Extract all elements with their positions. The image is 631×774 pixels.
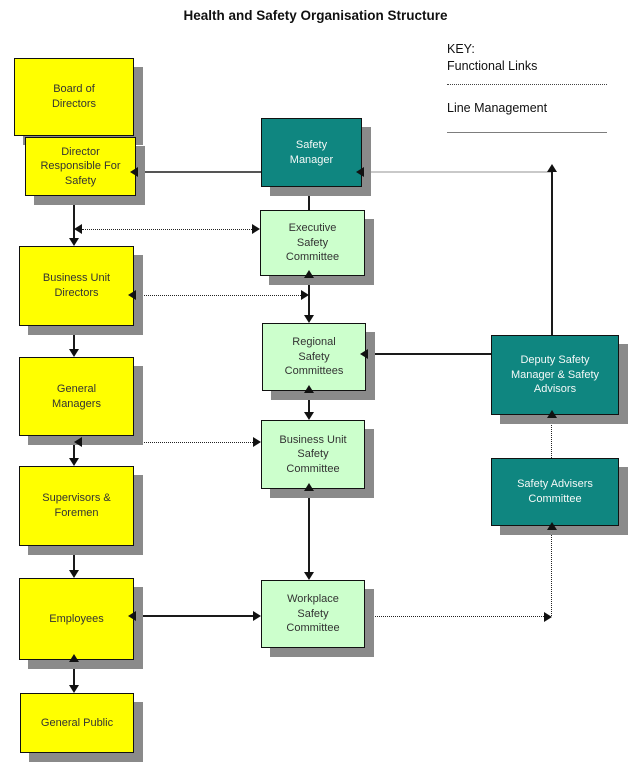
arrowhead-into-regional-committee-right	[360, 349, 368, 359]
arrowhead-into-safety-advisers-committee-bottom	[547, 522, 557, 530]
node-board-of-directors: Board of Directors	[14, 58, 134, 136]
dotted-general-managers-to-business-unit-committee	[82, 442, 253, 443]
line-supervisors-to-employees	[73, 540, 75, 570]
dotted-business-unit-directors-to-centre	[136, 295, 301, 296]
line-executive-to-regional-committee	[308, 278, 310, 315]
arrowhead-functional-director-line	[74, 224, 82, 234]
line-riser-to-safety-manager	[364, 171, 551, 173]
arrowhead-into-business-unit-directors-right	[128, 290, 136, 300]
line-employees-to-general-public	[73, 662, 75, 685]
dotted-workplace-committee-to-riser	[359, 616, 544, 617]
line-safety-manager-to-executive-committee	[308, 181, 310, 210]
line-deputy-riser	[551, 172, 553, 335]
node-general-public: General Public	[20, 693, 134, 753]
arrowhead-into-workplace-committee-left	[253, 611, 261, 621]
arrowhead-functional-centre-line	[301, 290, 309, 300]
node-supervisors-foremen: Supervisors & Foremen	[19, 466, 134, 546]
arrowhead-into-employees-right	[128, 611, 136, 621]
key-functional-links-line-sample	[447, 84, 607, 85]
node-safety-manager: Safety Manager	[261, 118, 362, 187]
arrowhead-into-executive-committee-left	[252, 224, 260, 234]
dotted-workplace-to-safety-advisers-committee	[551, 530, 552, 616]
node-general-managers: General Managers	[19, 357, 134, 436]
line-deputy-to-regional-committee	[368, 353, 491, 355]
arrowhead-into-employees	[69, 570, 79, 578]
arrowhead-into-executive-committee-bottom	[304, 270, 314, 278]
arrowhead-into-supervisors	[69, 458, 79, 466]
arrowhead-into-business-unit-committee-left	[253, 437, 261, 447]
node-workplace-safety-committee: Workplace Safety Committee	[261, 580, 365, 648]
arrowhead-dotted-riser-junction	[544, 612, 552, 622]
node-executive-safety-committee: Executive Safety Committee	[260, 210, 365, 276]
node-regional-safety-committees: Regional Safety Committees	[262, 323, 366, 391]
line-business-unit-to-workplace-committee	[308, 491, 310, 572]
node-deputy-safety-manager: Deputy Safety Manager & Safety Advisors	[491, 335, 619, 415]
arrowhead-into-workplace-committee-top	[304, 572, 314, 580]
arrowhead-into-business-unit-committee-bottom	[304, 483, 314, 491]
arrowhead-into-general-public	[69, 685, 79, 693]
key-heading: KEY:	[447, 42, 475, 56]
node-business-unit-safety-committee: Business Unit Safety Committee	[261, 420, 365, 489]
line-employees-to-workplace-committee	[136, 615, 253, 617]
arrowhead-into-business-unit-committee-top	[304, 412, 314, 420]
line-business-unit-directors-to-general-managers	[73, 320, 75, 349]
key-line-management-line-sample	[447, 132, 607, 133]
arrowhead-into-regional-committee-top	[304, 315, 314, 323]
line-safety-manager-to-director	[138, 171, 261, 173]
arrowhead-into-deputy-bottom	[547, 410, 557, 418]
arrowhead-deputy-riser-top	[547, 164, 557, 172]
arrowhead-into-director-right	[130, 167, 138, 177]
node-safety-advisers-committee: Safety Advisers Committee	[491, 458, 619, 526]
dotted-safety-advisers-to-deputy	[551, 418, 552, 458]
line-regional-to-business-unit-committee	[308, 393, 310, 412]
node-business-unit-directors: Business Unit Directors	[19, 246, 134, 326]
arrowhead-into-business-unit-directors	[69, 238, 79, 246]
dotted-director-to-executive-committee	[82, 229, 252, 230]
line-director-to-business-unit-directors	[73, 190, 75, 238]
key-functional-links-label: Functional Links	[447, 59, 538, 73]
arrowhead-into-regional-committee-bottom	[304, 385, 314, 393]
page-title: Health and Safety Organisation Structure	[183, 8, 448, 23]
arrowhead-into-employees-bottom	[69, 654, 79, 662]
arrowhead-functional-general-managers-line	[74, 437, 82, 447]
node-employees: Employees	[19, 578, 134, 660]
arrowhead-into-safety-manager-right	[356, 167, 364, 177]
arrowhead-into-general-managers	[69, 349, 79, 357]
key-line-management-label: Line Management	[447, 101, 548, 115]
node-director-responsible-for-safety: Director Responsible For Safety	[25, 137, 136, 196]
